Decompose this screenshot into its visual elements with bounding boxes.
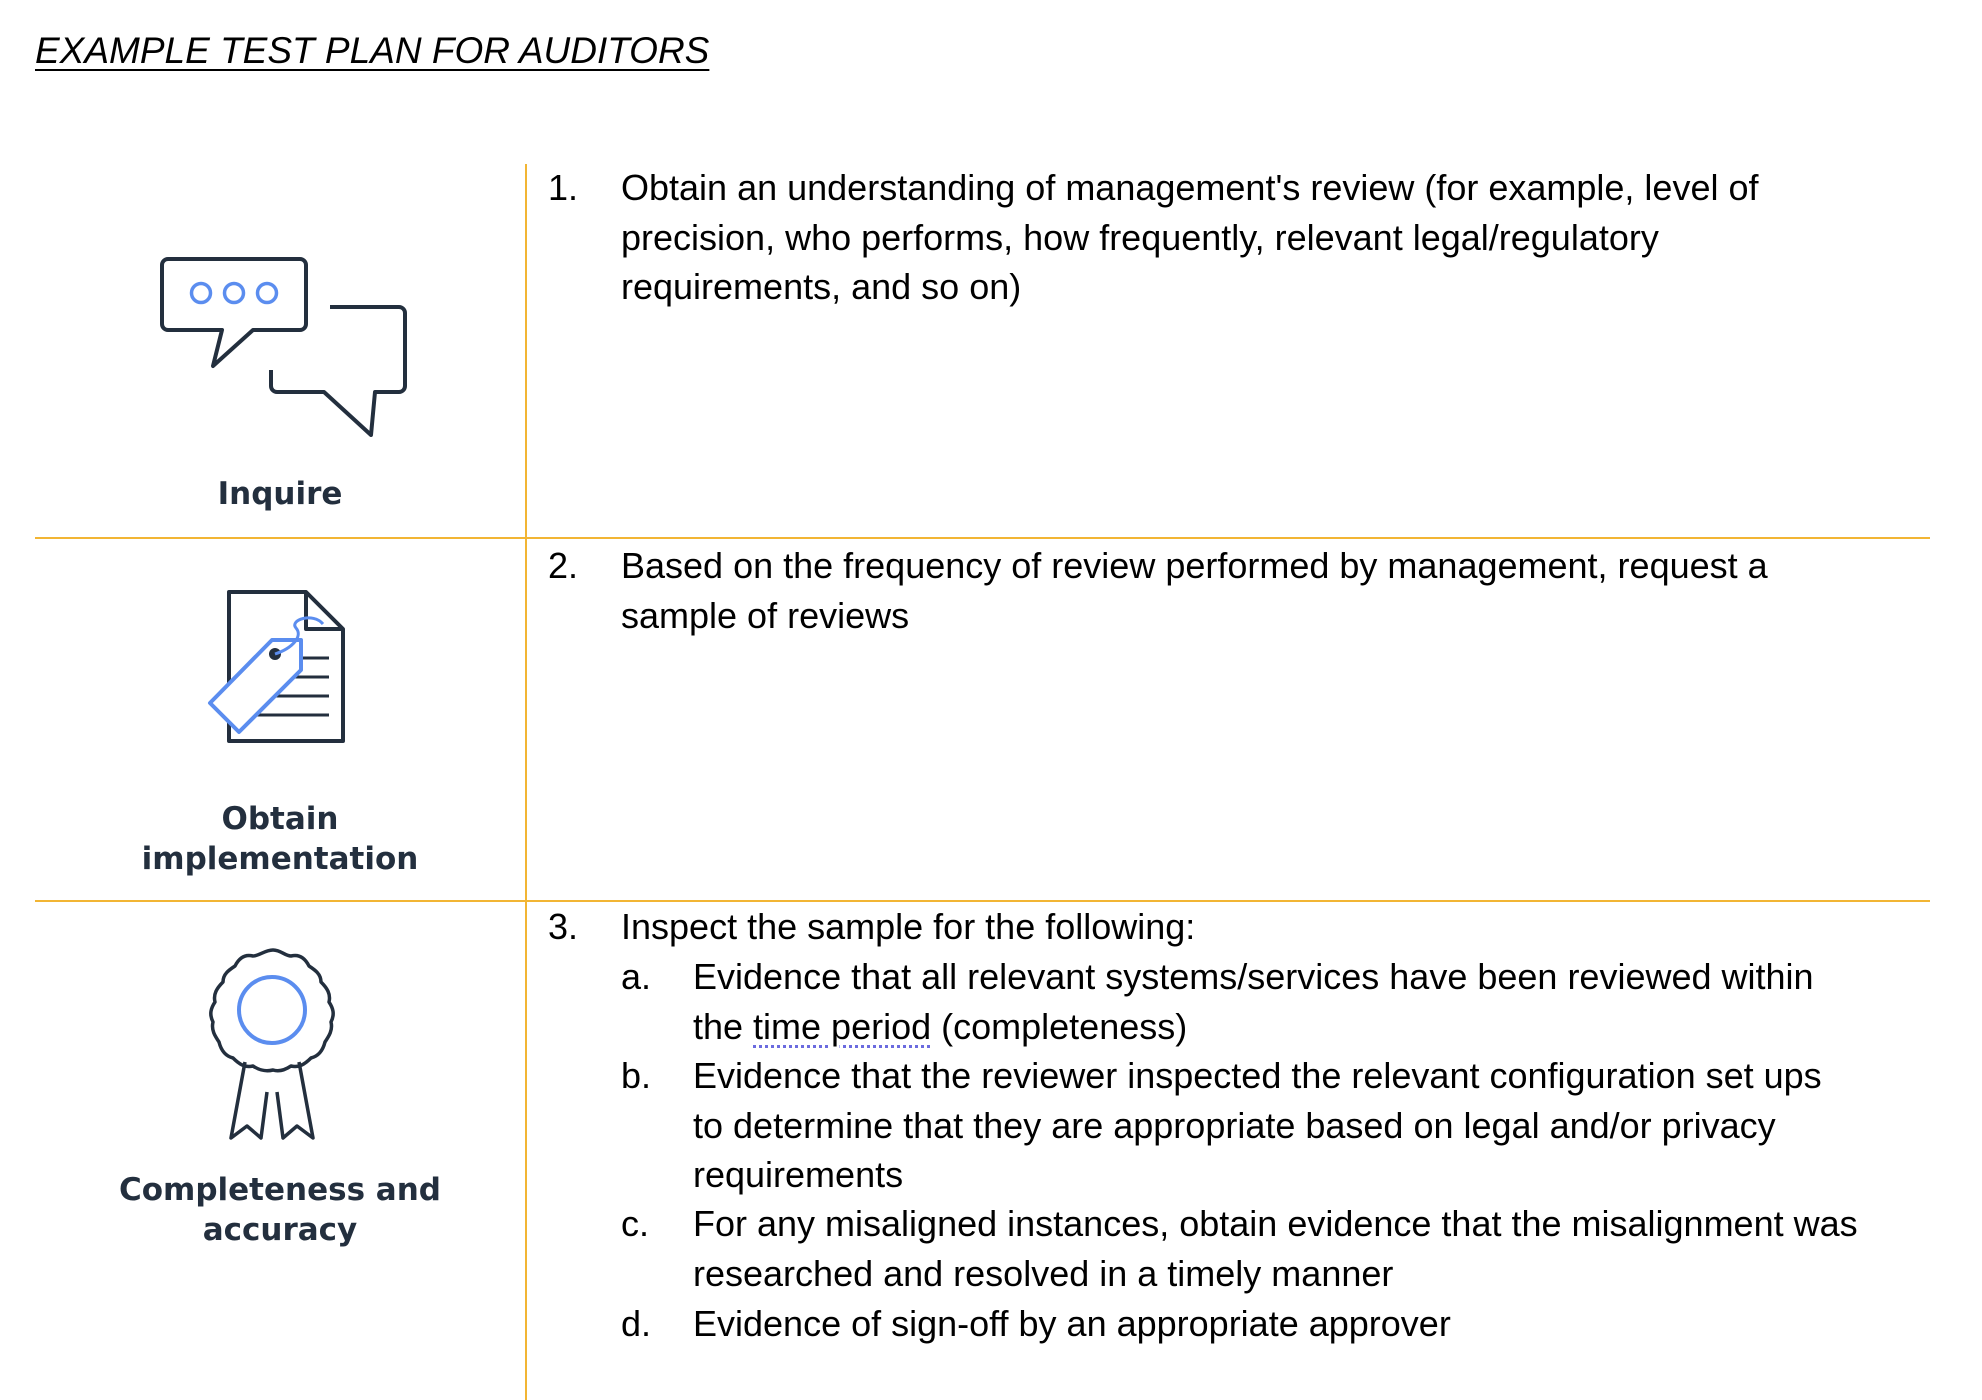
text-fragment: the [693, 1005, 754, 1047]
row-divider-1 [35, 537, 1930, 539]
step-number: 1. [548, 167, 579, 208]
row-divider-2 [35, 900, 1930, 902]
text-line: sample of reviews [621, 594, 910, 636]
row-obtain-step: Obtain implementation [35, 539, 525, 900]
text-line: to determine that they are appropriate b… [693, 1104, 1776, 1146]
text-line: the time period (completeness) [693, 1002, 1814, 1052]
step-number: 3. [548, 906, 579, 947]
row-inquire-step: Inquire [35, 164, 525, 537]
step-number: 2. [548, 545, 579, 586]
text-line: researched and resolved in a timely mann… [693, 1252, 1394, 1294]
step-label-inquire: Inquire [217, 476, 343, 512]
chat-bubbles-icon [160, 257, 407, 437]
step-label-completeness-line2: accuracy [202, 1212, 358, 1248]
row-completeness-step: Completeness and accuracy [35, 902, 525, 1394]
text-line: For any misaligned instances, obtain evi… [693, 1203, 1858, 1244]
text-line: Evidence of sign-off by an appropriate a… [693, 1303, 1451, 1344]
document-tag-icon [208, 590, 345, 743]
text-fragment: (completeness) [931, 1005, 1188, 1047]
sub-item-text: For any misaligned instances, obtain evi… [693, 1199, 1858, 1298]
text-line: Obtain an understanding of management's … [621, 167, 1759, 208]
text-line: Evidence that all relevant systems/servi… [693, 956, 1814, 997]
text-line: requirements, and so on) [621, 266, 1022, 307]
step-text: Inspect the sample for the following: [621, 902, 1195, 952]
text-line: Based on the frequency of review perform… [621, 545, 1768, 586]
step-text: Obtain an understanding of management's … [621, 163, 1759, 312]
text-line: precision, who performs, how frequently,… [621, 216, 1659, 258]
step-label-completeness-line1: Completeness and [118, 1172, 441, 1208]
spellcheck-marked-text: time period [753, 1005, 932, 1047]
column-divider [525, 164, 527, 1400]
sub-item-letter: a. [621, 956, 652, 997]
sub-item-letter: d. [621, 1303, 652, 1344]
text-line: Evidence that the reviewer inspected the… [693, 1055, 1822, 1096]
step-label-obtain-line2: implementation [141, 841, 419, 877]
step-label-obtain: Obtain implementation [35, 799, 525, 879]
sub-item-letter: c. [621, 1203, 650, 1244]
text-line: requirements [693, 1154, 904, 1195]
sub-item-text: Evidence that all relevant systems/servi… [693, 952, 1814, 1051]
text-line: Inspect the sample for the following: [621, 906, 1196, 947]
step-label-completeness: Completeness and accuracy [35, 1170, 525, 1250]
sub-item-text: Evidence of sign-off by an appropriate a… [693, 1299, 1451, 1349]
award-ribbon-icon [209, 948, 335, 1140]
document-title: EXAMPLE TEST PLAN FOR AUDITORS [35, 30, 710, 71]
sub-item-text: Evidence that the reviewer inspected the… [693, 1051, 1822, 1200]
sub-item-letter: b. [621, 1055, 652, 1096]
step-text: Based on the frequency of review perform… [621, 541, 1768, 640]
step-label-obtain-line1: Obtain [221, 801, 339, 837]
